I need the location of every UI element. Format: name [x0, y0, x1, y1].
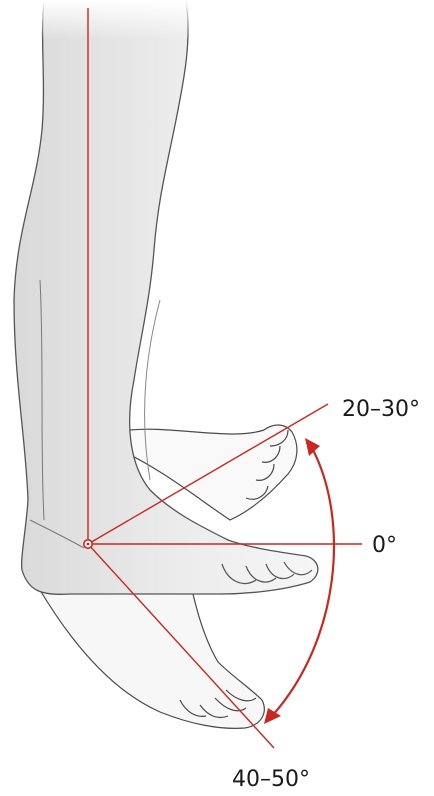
ankle-pivot-icon	[84, 540, 92, 548]
neutral-label: 0°	[372, 533, 397, 558]
arrowhead-icon	[305, 438, 320, 456]
dorsiflexion-label: 20–30°	[342, 397, 420, 422]
plantarflexion-label: 40–50°	[232, 767, 310, 792]
plantarflexed-foot	[40, 580, 264, 728]
arrowhead-icon	[264, 708, 281, 724]
